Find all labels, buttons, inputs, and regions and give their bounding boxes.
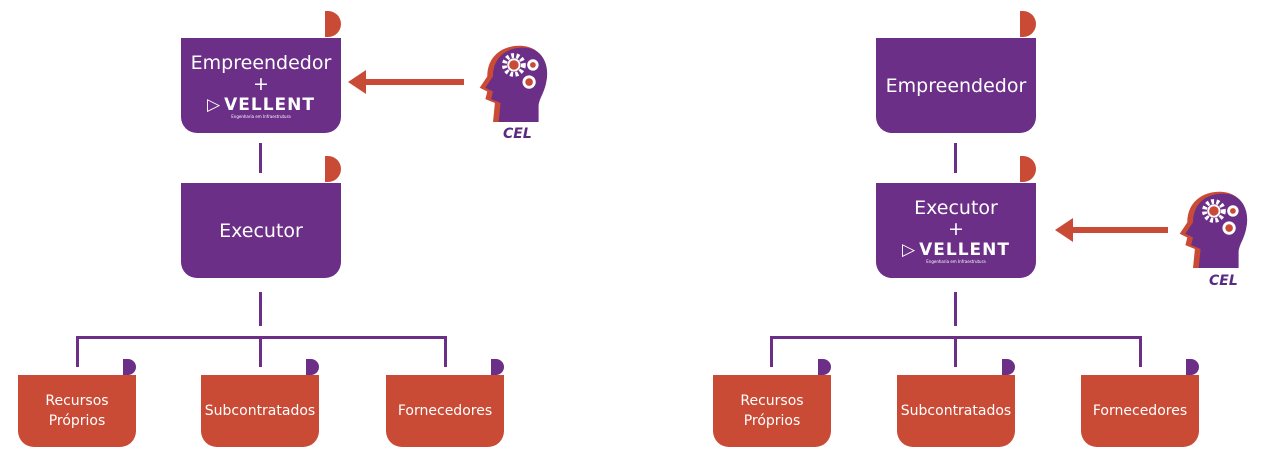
- box-title: Subcontratados: [900, 403, 1012, 419]
- box-title: Empreendedor: [190, 52, 332, 74]
- connector-line: [76, 336, 79, 367]
- box-tab: [306, 359, 319, 375]
- logo-name: VELLENT: [919, 240, 1010, 260]
- box-title: Fornecedores: [397, 403, 493, 419]
- logo-subtitle: Engenharia em Infraestrutura: [926, 259, 986, 264]
- logo-triangle-icon: ▷: [902, 240, 917, 260]
- box-title: Subcontratados: [204, 403, 316, 419]
- box-title: Executor: [219, 219, 303, 242]
- connector-line: [259, 292, 262, 326]
- box-title-line2: Próprios: [743, 413, 801, 429]
- connector-line: [954, 143, 957, 173]
- connector-line: [259, 143, 262, 173]
- right-executor-box: Executor + ▷VELLENT Engenharia em Infrae…: [876, 156, 1036, 278]
- box-tab: [491, 359, 504, 375]
- connector-line: [1139, 336, 1142, 367]
- box-title: Executor: [914, 197, 998, 219]
- left-empreendedor-box: Empreendedor + ▷VELLENT Engenharia em In…: [181, 11, 341, 133]
- vellent-logo: ▷VELLENT Engenharia em Infraestrutura: [207, 96, 315, 119]
- connector-line: [444, 336, 447, 367]
- vellent-logo: ▷VELLENT Engenharia em Infraestrutura: [902, 241, 1010, 264]
- logo-subtitle: Engenharia em Infraestrutura: [231, 114, 291, 119]
- head-gears-icon: [474, 38, 550, 128]
- cel-label: CEL: [503, 126, 532, 142]
- box-title: Empreendedor: [885, 74, 1027, 97]
- box-tab: [818, 359, 831, 375]
- connector-line: [770, 336, 773, 367]
- left-subcontratados-box: Subcontratados: [201, 359, 319, 447]
- right-empreendedor-box: Empreendedor: [876, 11, 1036, 133]
- box-tab: [1186, 359, 1199, 375]
- left-executor-box: Executor: [181, 156, 341, 278]
- box-title-line2: Próprios: [48, 413, 106, 429]
- head-gears-icon: [1174, 184, 1250, 274]
- right-subcontratados-box: Subcontratados: [897, 359, 1015, 447]
- box-tab: [1020, 11, 1036, 37]
- logo-triangle-icon: ▷: [207, 95, 222, 115]
- connector-line: [954, 292, 957, 326]
- box-title: Recursos: [740, 393, 804, 409]
- box-tab: [325, 11, 341, 37]
- arrow-left-icon: [1055, 218, 1168, 242]
- plus-sign: +: [948, 218, 964, 240]
- box-tab: [1020, 156, 1036, 182]
- cel-label: CEL: [1209, 273, 1238, 289]
- box-tab: [123, 359, 136, 375]
- box-title: Recursos: [45, 393, 109, 409]
- connector-line: [954, 336, 957, 367]
- plus-sign: +: [253, 73, 269, 95]
- box-tab: [1002, 359, 1015, 375]
- box-tab: [325, 156, 341, 182]
- connector-line: [259, 336, 262, 367]
- logo-name: VELLENT: [224, 95, 315, 115]
- left-fornecedores-box: Fornecedores: [386, 359, 504, 447]
- arrow-left-icon: [348, 70, 464, 94]
- box-title: Fornecedores: [1092, 403, 1188, 419]
- right-fornecedores-box: Fornecedores: [1081, 359, 1199, 447]
